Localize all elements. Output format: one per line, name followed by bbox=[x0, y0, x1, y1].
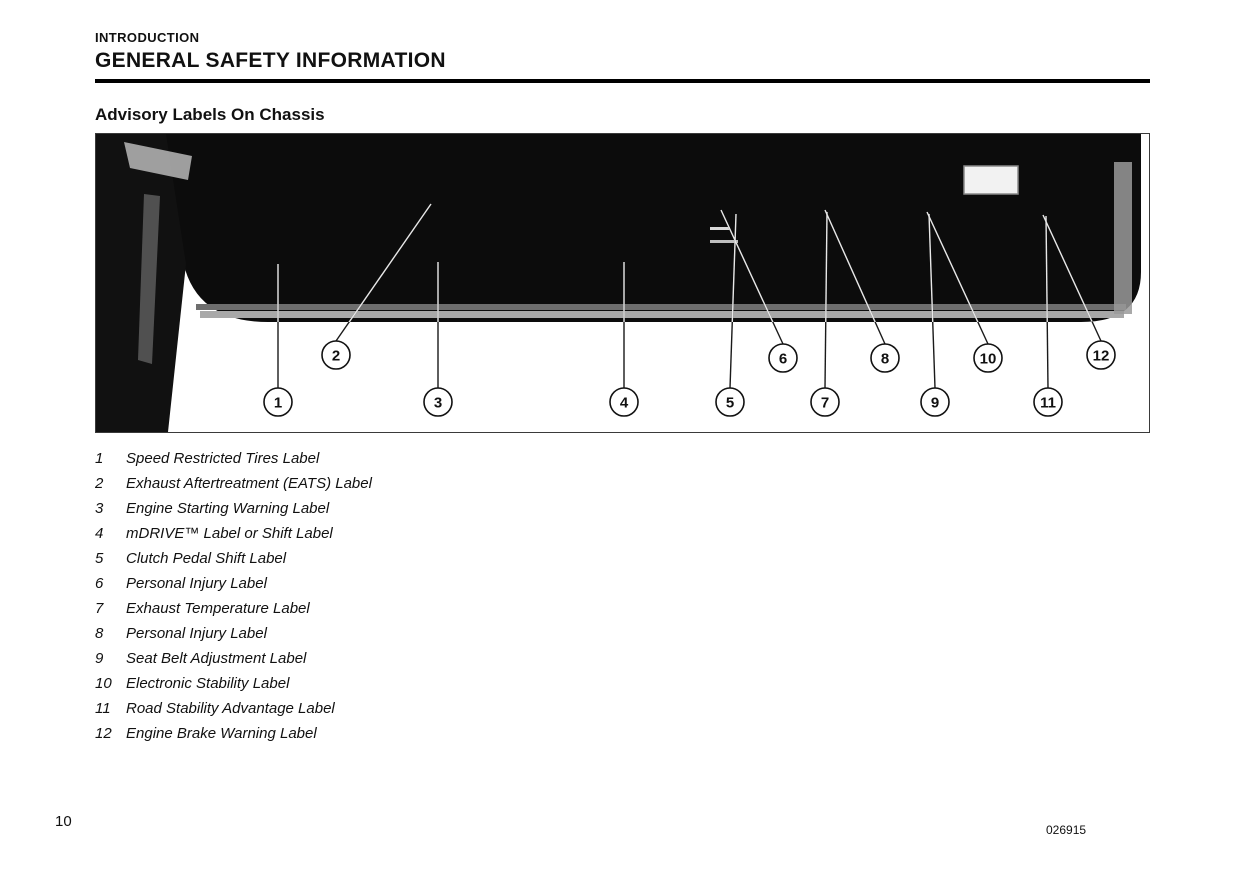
callout-5: 5 bbox=[715, 387, 745, 417]
legend-item: 12 Engine Brake Warning Label bbox=[95, 721, 1150, 746]
legend-item-number: 7 bbox=[95, 600, 104, 617]
legend-item-label: Personal Injury Label bbox=[126, 575, 267, 592]
callout-7: 7 bbox=[810, 387, 840, 417]
right-pillar-highlight bbox=[1114, 162, 1132, 314]
legend-item-label: Personal Injury Label bbox=[126, 625, 267, 642]
console-mark-2 bbox=[710, 240, 738, 243]
svg-text:7: 7 bbox=[821, 395, 829, 412]
callout-11: 11 bbox=[1033, 387, 1063, 417]
legend-item: 8 Personal Injury Label bbox=[95, 621, 1150, 646]
page-content: INTRODUCTION GENERAL SAFETY INFORMATION … bbox=[95, 30, 1150, 746]
legend-item: 7 Exhaust Temperature Label bbox=[95, 596, 1150, 621]
legend-item: 3 Engine Starting Warning Label bbox=[95, 496, 1150, 521]
legend-item-label: Exhaust Temperature Label bbox=[126, 600, 310, 617]
chassis-labels-figure: 1 2 3 4 5 bbox=[95, 133, 1150, 433]
pillar-highlight bbox=[138, 194, 160, 364]
legend-item: 1 Speed Restricted Tires Label bbox=[95, 446, 1150, 471]
legend-item-number: 9 bbox=[95, 650, 104, 667]
console-mark-1 bbox=[710, 227, 730, 230]
legend-item-number: 12 bbox=[95, 725, 112, 742]
callout-12: 12 bbox=[1086, 340, 1116, 370]
legend-item-label: mDRIVE™ Label or Shift Label bbox=[126, 525, 333, 542]
legend-item: 5 Clutch Pedal Shift Label bbox=[95, 546, 1150, 571]
callout-8: 8 bbox=[870, 343, 900, 373]
page-number: 10 bbox=[55, 813, 72, 830]
legend-item-number: 3 bbox=[95, 500, 104, 517]
legend-item-label: Electronic Stability Label bbox=[126, 675, 290, 692]
legend-item-number: 6 bbox=[95, 575, 104, 592]
svg-text:5: 5 bbox=[726, 395, 734, 412]
visor-label-card bbox=[963, 165, 1019, 195]
svg-text:4: 4 bbox=[620, 395, 629, 412]
figure-legend: 1 Speed Restricted Tires Label 2 Exhaust… bbox=[95, 446, 1150, 746]
legend-item: 11 Road Stability Advantage Label bbox=[95, 696, 1150, 721]
callout-9: 9 bbox=[920, 387, 950, 417]
svg-text:6: 6 bbox=[779, 351, 787, 368]
legend-item-label: Engine Starting Warning Label bbox=[126, 500, 330, 517]
mirror-highlight bbox=[124, 142, 192, 180]
legend-item-number: 2 bbox=[95, 475, 104, 492]
svg-text:8: 8 bbox=[881, 351, 889, 368]
legend-item-number: 4 bbox=[95, 525, 104, 542]
section-heading: Advisory Labels On Chassis bbox=[95, 105, 325, 124]
svg-text:3: 3 bbox=[434, 395, 442, 412]
cab-header-shape bbox=[96, 134, 1141, 322]
legend-item-number: 11 bbox=[95, 700, 111, 717]
legend-item-label: Road Stability Advantage Label bbox=[126, 700, 335, 717]
legend-item-label: Seat Belt Adjustment Label bbox=[126, 650, 307, 667]
title-rule bbox=[95, 79, 1150, 83]
legend-item-number: 8 bbox=[95, 625, 104, 642]
legend-item: 9 Seat Belt Adjustment Label bbox=[95, 646, 1150, 671]
doc-code: 026915 bbox=[1046, 823, 1087, 837]
header-trim-strip-lower bbox=[200, 311, 1124, 318]
svg-text:1: 1 bbox=[274, 395, 282, 412]
chapter-kicker: INTRODUCTION bbox=[95, 30, 200, 45]
callout-3: 3 bbox=[423, 387, 453, 417]
svg-text:10: 10 bbox=[980, 351, 997, 368]
legend-item-label: Engine Brake Warning Label bbox=[126, 725, 317, 742]
svg-text:11: 11 bbox=[1040, 395, 1056, 412]
svg-text:12: 12 bbox=[1093, 348, 1110, 365]
svg-text:2: 2 bbox=[332, 348, 340, 365]
legend-item: 6 Personal Injury Label bbox=[95, 571, 1150, 596]
svg-text:9: 9 bbox=[931, 395, 939, 412]
legend-item: 10 Electronic Stability Label bbox=[95, 671, 1150, 696]
legend-item-number: 1 bbox=[95, 450, 104, 467]
callout-6: 6 bbox=[768, 343, 798, 373]
callout-10: 10 bbox=[973, 343, 1003, 373]
callout-4: 4 bbox=[609, 387, 639, 417]
chassis-labels-illustration: 1 2 3 4 5 bbox=[96, 134, 1141, 432]
header-trim-strip bbox=[196, 304, 1126, 310]
legend-item: 2 Exhaust Aftertreatment (EATS) Label bbox=[95, 471, 1150, 496]
legend-item-number: 5 bbox=[95, 550, 104, 567]
page-title: GENERAL SAFETY INFORMATION bbox=[95, 49, 446, 72]
legend-item-label: Clutch Pedal Shift Label bbox=[126, 550, 287, 567]
legend-item-label: Exhaust Aftertreatment (EATS) Label bbox=[126, 475, 372, 492]
legend-item: 4 mDRIVE™ Label or Shift Label bbox=[95, 521, 1150, 546]
callout-2: 2 bbox=[321, 340, 351, 370]
callout-1: 1 bbox=[263, 387, 293, 417]
legend-item-label: Speed Restricted Tires Label bbox=[126, 450, 320, 467]
legend-item-number: 10 bbox=[95, 675, 112, 692]
